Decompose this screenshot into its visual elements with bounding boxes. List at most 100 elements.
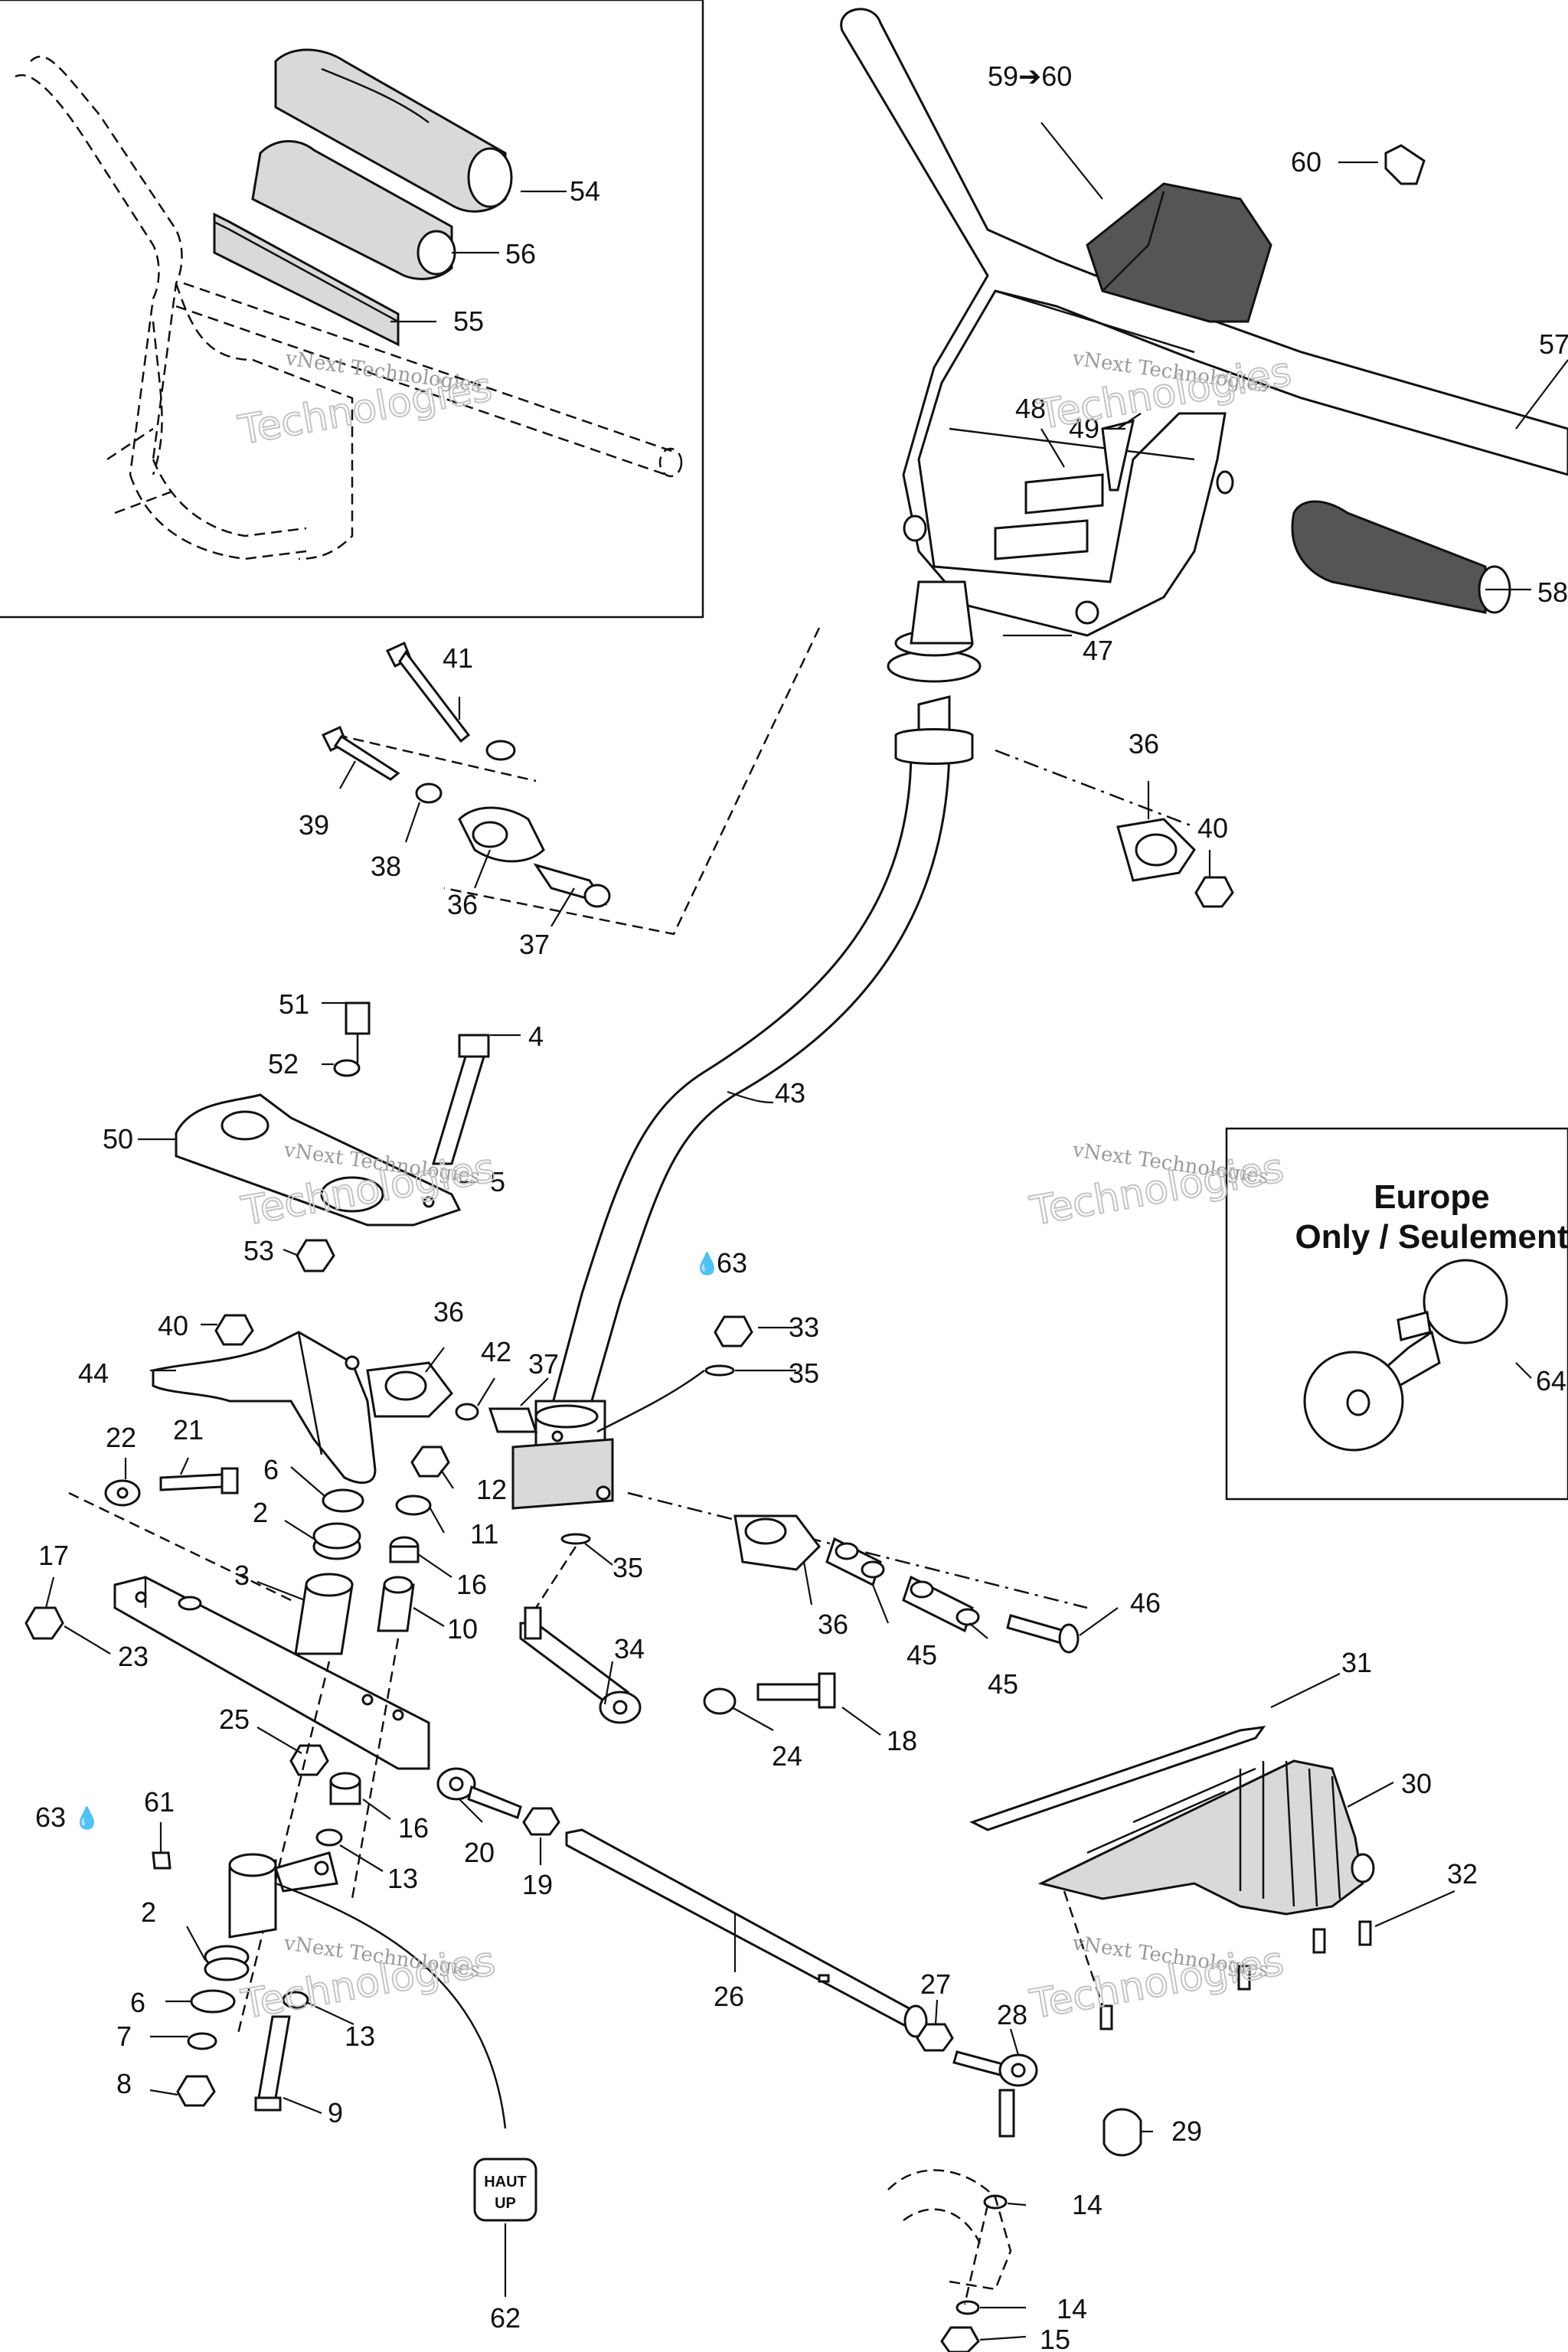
grip-58 [1291, 500, 1511, 614]
drop-63b: 💧 [74, 1805, 100, 1831]
nut-40-right [1194, 876, 1234, 908]
callout-23: 23 [118, 1641, 149, 1672]
spacer-37-mid [488, 1407, 538, 1433]
rod-end-28 [952, 2050, 1038, 2138]
nut-15 [940, 2326, 980, 2352]
inset-title-line2: Only / Seulement [1295, 1218, 1568, 1256]
bushing-36-right [1116, 818, 1196, 882]
bushing-16-upper [389, 1536, 420, 1563]
centerline-arm [68, 1491, 292, 1602]
callout-43: 43 [775, 1077, 805, 1109]
clip-60 [1384, 144, 1426, 185]
callout-32: 32 [1447, 1858, 1478, 1890]
fitting-61 [152, 1851, 172, 1870]
ring-35-lower [560, 1533, 591, 1545]
callout-31: 31 [1341, 1647, 1372, 1678]
sticker-62: HAUT UP [473, 2158, 537, 2222]
pad-59-60 [1086, 182, 1272, 323]
callout-44: 44 [78, 1357, 109, 1389]
guard-31 [969, 1726, 1266, 1831]
callout-36d: 36 [818, 1609, 848, 1640]
rod-end-20 [436, 1767, 522, 1819]
callout-13a: 13 [387, 1863, 418, 1894]
pad-55 [213, 212, 400, 347]
washer-22 [104, 1479, 141, 1507]
bushing-36-lower [733, 1514, 821, 1571]
nut-17 [24, 1606, 64, 1640]
steering-column-43 [511, 580, 982, 1510]
sticker-line2: UP [495, 2195, 516, 2212]
callout-39: 39 [299, 809, 329, 841]
callout-45a: 45 [906, 1639, 937, 1671]
bushing-16-lower [329, 1772, 361, 1805]
callout-54: 54 [570, 175, 600, 207]
sleeve-10 [377, 1576, 415, 1632]
bolt-4 [431, 1034, 490, 1165]
washer-11 [395, 1494, 432, 1516]
bolt-39 [321, 725, 443, 804]
arm-lower [113, 1576, 430, 1770]
callout-12: 12 [476, 1474, 507, 1505]
callout-22: 22 [106, 1422, 136, 1453]
leader-lines [44, 122, 1568, 2341]
callout-46: 46 [1130, 1587, 1161, 1619]
callout-33: 33 [789, 1312, 819, 1343]
leader-63a-col [596, 1369, 705, 1433]
washer-13a [315, 1828, 343, 1847]
callout-57: 57 [1539, 328, 1568, 360]
callout-24: 24 [772, 1740, 802, 1772]
callout-64: 64 [1536, 1365, 1566, 1396]
plate-50 [175, 1093, 462, 1227]
callout-40a: 40 [1197, 812, 1228, 844]
callout-49: 49 [1069, 413, 1099, 444]
handlebar-57 [840, 8, 1568, 637]
callout-11: 11 [470, 1518, 498, 1550]
callout-2b: 2 [141, 1896, 156, 1928]
callout-53: 53 [243, 1235, 274, 1266]
callout-3: 3 [234, 1560, 250, 1591]
callout-55: 55 [453, 305, 484, 337]
pitman-arm [228, 1851, 338, 1939]
callout-16b: 16 [398, 1812, 429, 1844]
callout-labels: 54 56 55 59➔60 60 57 48 49 58 47 41 39 3… [35, 60, 1568, 2352]
callout-41: 41 [443, 642, 473, 674]
callout-52: 52 [268, 1048, 299, 1080]
callout-59-60: 59➔60 [988, 60, 1072, 92]
callout-14b: 14 [1057, 2293, 1087, 2324]
callout-37b: 37 [528, 1348, 559, 1380]
bracket-44 [152, 1331, 377, 1485]
horn-bell-mouth [1346, 1389, 1370, 1416]
bolt-41 [385, 641, 516, 761]
centerline-lower2 [351, 1638, 400, 1900]
callout-51: 51 [279, 988, 309, 1020]
callout-56: 56 [505, 238, 536, 270]
callout-2a: 2 [253, 1497, 268, 1528]
callout-47: 47 [1083, 635, 1113, 666]
pad-54 [274, 48, 513, 213]
ring-35-upper [704, 1364, 735, 1377]
nut-33 [714, 1315, 753, 1348]
screws-32 [1099, 1920, 1372, 2030]
centerline-34 [534, 1546, 577, 1609]
centerline-column [443, 627, 821, 936]
callout-36a: 36 [447, 889, 478, 920]
callout-16a: 16 [456, 1569, 487, 1600]
spindle-dashed [887, 2169, 1012, 2291]
callout-20: 20 [464, 1837, 495, 1868]
callout-35b: 35 [612, 1552, 643, 1583]
callout-48: 48 [1015, 393, 1046, 424]
nut-12 [410, 1446, 450, 1478]
link-45a [825, 1537, 885, 1587]
bolt-18 [756, 1672, 836, 1709]
nut-19 [522, 1807, 560, 1836]
washer-14-lower [956, 2300, 980, 2315]
callout-6a: 6 [263, 1454, 279, 1485]
washer-14-upper [983, 2194, 1008, 2210]
callout-18: 18 [887, 1725, 917, 1756]
callout-42: 42 [481, 1336, 511, 1367]
washer-7 [187, 2032, 217, 2050]
callout-35a: 35 [789, 1357, 819, 1389]
bushing-36-top [458, 806, 545, 863]
callout-8: 8 [116, 2068, 132, 2099]
inset-title-line1: Europe [1374, 1178, 1490, 1216]
